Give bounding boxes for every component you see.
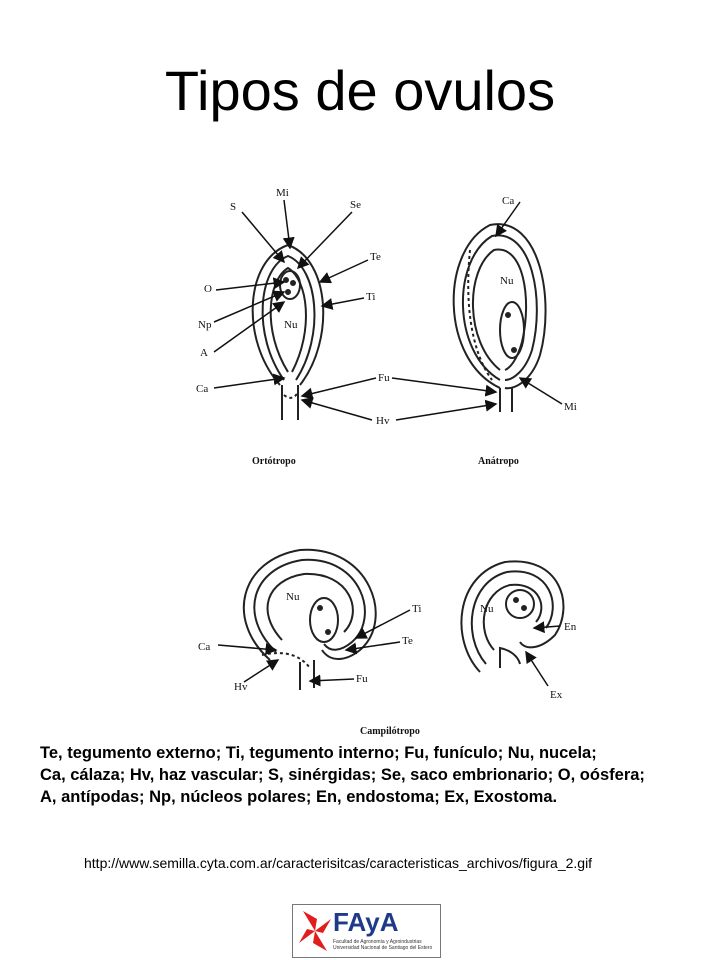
- label-Mi: Mi: [276, 187, 289, 199]
- label-Fu: Fu: [378, 372, 390, 384]
- pinwheel-icon: [299, 911, 331, 951]
- label-Nu-detail: Nu: [480, 603, 494, 615]
- label-Hv-campilotropo: Hv: [234, 681, 248, 693]
- label-Ca: Ca: [196, 383, 208, 395]
- label-Hv: Hv: [376, 415, 390, 427]
- label-Ca-campilotropo: Ca: [198, 641, 210, 653]
- caption-anatropo: Anátropo: [478, 456, 519, 467]
- legend-line: A, antípodas; Np, núcleos polares; En, e…: [40, 788, 558, 806]
- label-Ca-anatropo: Ca: [502, 195, 514, 207]
- ortotropo-ovule: [251, 243, 325, 420]
- caption-campilotropo: Campilótropo: [360, 726, 420, 737]
- source-link[interactable]: http://www.semilla.cyta.com.ar/caracteri…: [84, 855, 593, 871]
- anatropo-ovule: [452, 223, 547, 412]
- label-Se: Se: [350, 199, 361, 211]
- ovule-diagram: S Mi Se Te O Ti Np Nu A Ca Ortótropo Ca …: [196, 187, 577, 737]
- label-Ti: Ti: [366, 291, 375, 303]
- faya-logo: FAyA Facultad de Agronomía y Agroindustr…: [292, 904, 441, 958]
- logo-wordmark: FAyA: [333, 907, 399, 937]
- label-A: A: [200, 347, 208, 359]
- campilotropo-ovule: [243, 548, 377, 690]
- logo-subtitle: Facultad de Agronomía y Agroindustrias U…: [333, 939, 433, 951]
- label-Ti-campilotropo: Ti: [412, 603, 421, 615]
- label-Nu: Nu: [284, 319, 298, 331]
- label-Nu-campilotropo: Nu: [286, 591, 300, 603]
- label-Nu-anatropo: Nu: [500, 275, 514, 287]
- label-Ex: Ex: [550, 689, 563, 701]
- caption-ortotropo: Ortótropo: [252, 456, 296, 467]
- campilotropo-detail-ovule: [460, 560, 565, 673]
- label-Np: Np: [198, 319, 212, 331]
- label-Mi-anatropo: Mi: [564, 401, 577, 413]
- label-En: En: [564, 621, 577, 633]
- legend: Te, tegumento externo; Ti, tegumento int…: [40, 742, 710, 808]
- label-S: S: [230, 201, 236, 213]
- label-Fu-campilotropo: Fu: [356, 673, 368, 685]
- legend-line: Te, tegumento externo; Ti, tegumento int…: [40, 744, 597, 762]
- legend-line: Ca, cálaza; Hv, haz vascular; S, sinérgi…: [40, 766, 645, 784]
- label-Te-campilotropo: Te: [402, 635, 413, 647]
- page-title: Tipos de ovulos: [164, 59, 556, 122]
- label-Te: Te: [370, 251, 381, 263]
- label-O: O: [204, 283, 212, 295]
